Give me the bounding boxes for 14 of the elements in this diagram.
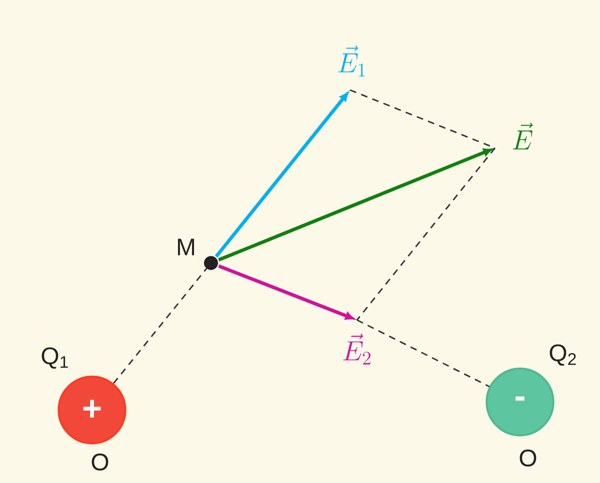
charge-label: Q$_{2}$ — [550, 344, 576, 366]
charge-label: M — [178, 238, 194, 256]
dashed-line — [113, 268, 208, 384]
charge-label: Q$_{1}$ — [42, 347, 68, 369]
vector-label: $\vec{E}_2$ — [343, 334, 370, 364]
vector-arrow — [218, 148, 492, 262]
charge-label: O — [520, 450, 536, 466]
vector-label: $\vec{E}_1$ — [338, 46, 365, 76]
dashed-line — [356, 148, 496, 320]
dashed-line — [356, 319, 490, 388]
charge-label: O — [92, 454, 108, 470]
vector-arrow — [214, 92, 348, 258]
vector-arrow — [218, 264, 354, 320]
vector-label: $\vec{E}$ — [512, 122, 533, 150]
